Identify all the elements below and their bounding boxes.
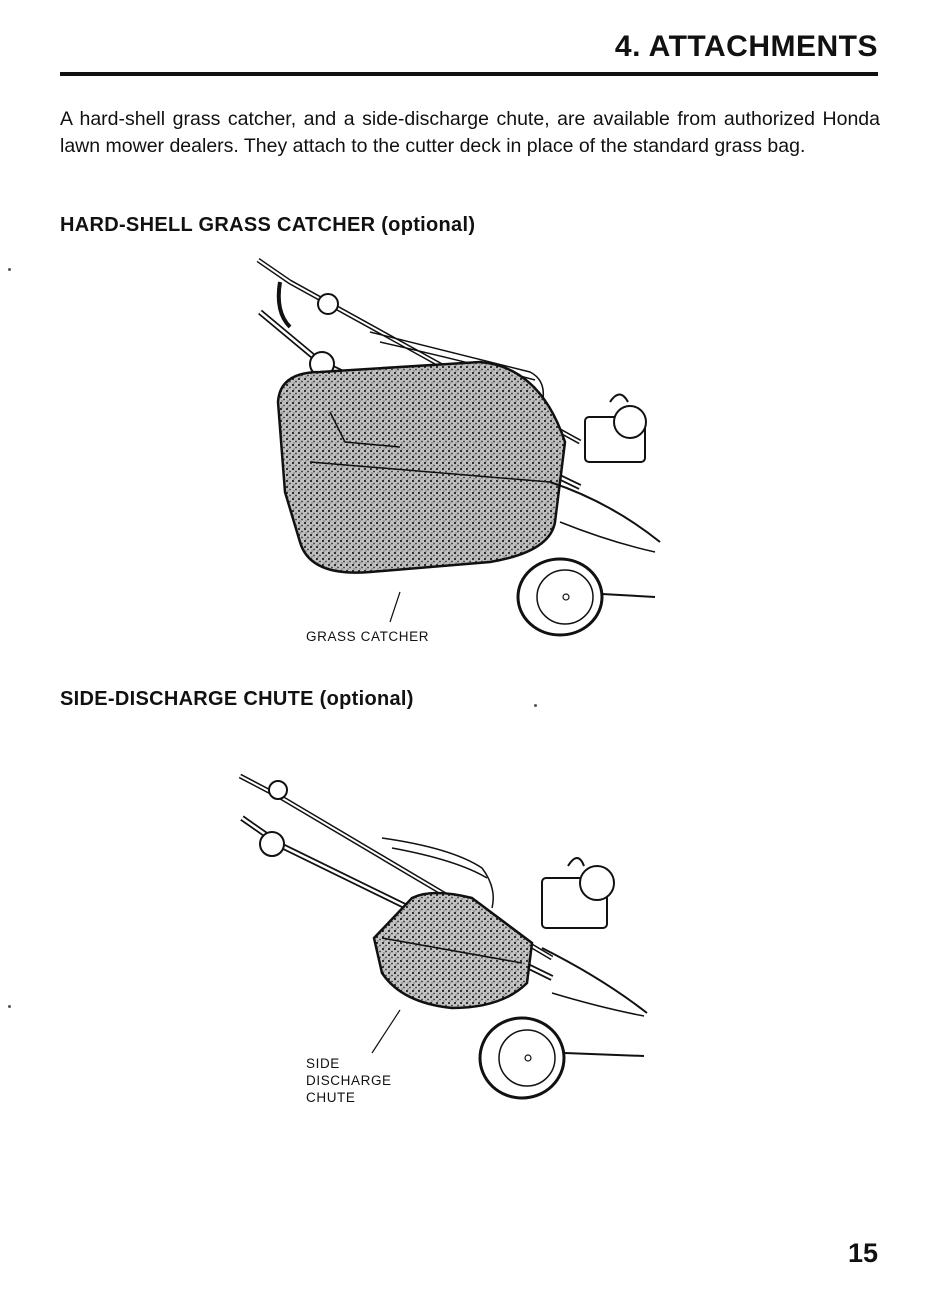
grass-catcher-illustration [256,257,661,637]
scan-speck [534,704,537,707]
callout-line: CHUTE [306,1090,356,1105]
page-header: 4. ATTACHMENTS [60,30,878,80]
header-rule [60,72,878,76]
page-number: 15 [847,1238,878,1268]
page-title: 4. ATTACHMENTS [614,30,878,63]
side-discharge-chute-illustration [238,773,648,1100]
section-heading-grass-catcher: HARD-SHELL GRASS CATCHER (optional) [60,214,476,236]
section-heading-side-discharge: SIDE-DISCHARGE CHUTE (optional) [60,688,414,710]
callout-line: DISCHARGE [306,1073,392,1088]
scan-speck [8,268,11,271]
side-discharge-chute-callout: SIDE DISCHARGE CHUTE [306,1055,392,1106]
scan-speck [8,1005,11,1008]
intro-paragraph: A hard-shell grass catcher, and a side-d… [60,108,880,157]
callout-line: SIDE [306,1056,340,1071]
grass-catcher-callout: GRASS CATCHER [306,629,430,644]
